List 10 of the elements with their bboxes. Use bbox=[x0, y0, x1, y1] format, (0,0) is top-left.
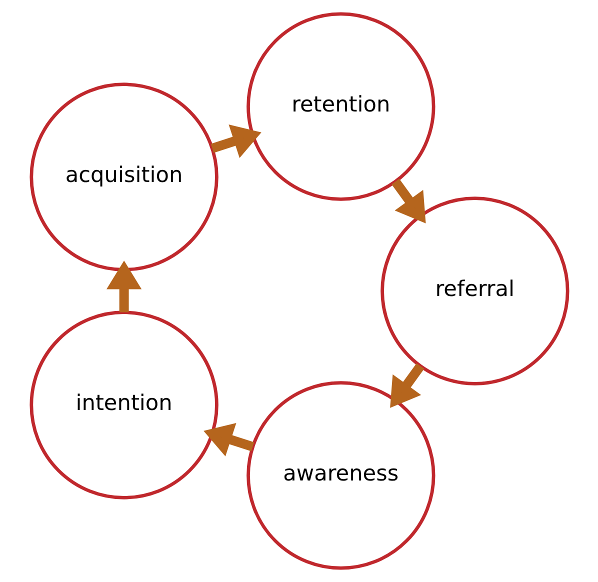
node-circle: referral bbox=[380, 196, 569, 386]
arrow bbox=[203, 423, 254, 456]
node-circle: retention bbox=[246, 12, 435, 201]
node-circle: intention bbox=[29, 310, 218, 500]
arrow bbox=[210, 124, 261, 158]
node-circle: acquisition bbox=[29, 82, 218, 272]
node-circle: awareness bbox=[246, 381, 435, 570]
arrow bbox=[391, 178, 426, 224]
arrow bbox=[390, 363, 424, 408]
arrow bbox=[106, 260, 142, 312]
